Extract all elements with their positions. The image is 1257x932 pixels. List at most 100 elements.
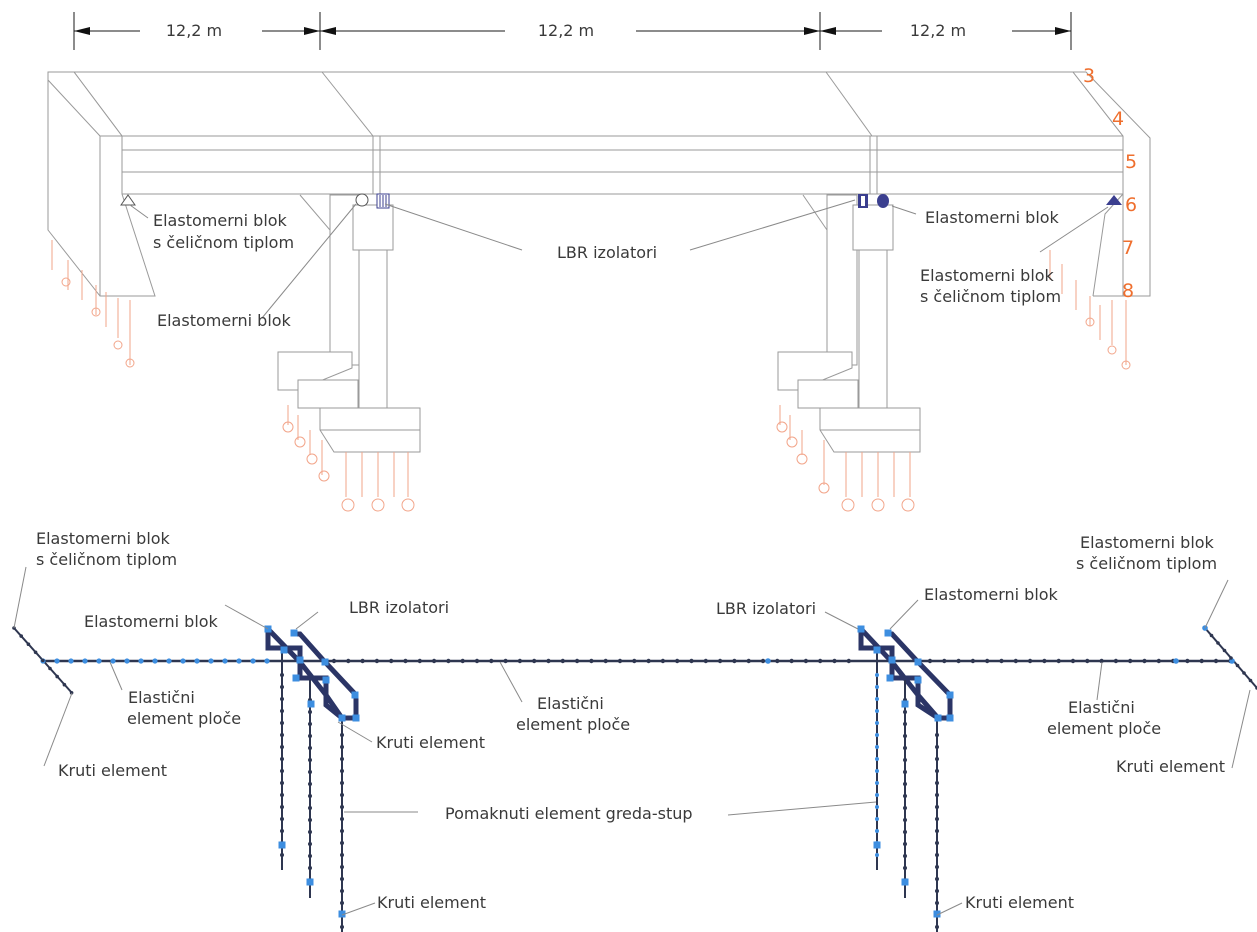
model-node	[903, 758, 907, 762]
model-node	[308, 722, 312, 726]
model-node	[152, 658, 158, 664]
dimension-label-left: 12,2 m	[166, 21, 222, 40]
model-nodes	[12, 625, 1257, 929]
model-node	[603, 658, 608, 664]
fe-label-elasto-steel-left-2: s čeličnom tiplom	[36, 550, 177, 569]
model-node	[340, 901, 344, 905]
elastomeric-steel-bearing-left	[120, 194, 136, 206]
layer-number-4: 4	[1112, 108, 1124, 130]
fe-label-slab-right-2: element ploče	[1047, 719, 1161, 738]
model-node	[935, 829, 939, 833]
model-node	[903, 818, 907, 822]
model-node	[935, 757, 939, 761]
elastomeric-bearing-right	[877, 194, 889, 208]
model-node	[389, 658, 394, 664]
model-node	[1213, 658, 1219, 664]
dimension-label-middle: 12,2 m	[538, 21, 594, 40]
top-label-elasto-steel-left-1: Elastomerni blok	[153, 211, 288, 230]
model-node-square	[934, 714, 942, 722]
model-node-square	[351, 691, 359, 699]
model-node	[689, 658, 694, 664]
model-node	[903, 710, 907, 714]
model-node	[903, 854, 907, 858]
model-node-square	[292, 674, 300, 682]
model-node	[935, 745, 939, 749]
model-node	[1235, 663, 1240, 668]
top-label-elasto-right: Elastomerni blok	[925, 208, 1060, 227]
model-node	[236, 658, 242, 664]
model-node	[374, 658, 380, 664]
model-node-square	[873, 841, 881, 849]
elastomeric-bearing-left	[355, 193, 369, 207]
model-node	[903, 734, 907, 738]
layer-number-7: 7	[1122, 237, 1134, 259]
model-node	[1216, 641, 1220, 645]
model-node-square	[886, 674, 894, 682]
model-node-square	[352, 714, 360, 722]
pile-lines	[51, 240, 1131, 512]
model-node	[875, 757, 879, 761]
model-node	[340, 757, 344, 761]
model-node	[935, 925, 939, 929]
fe-label-elasto-steel-left-1: Elastomerni blok	[36, 529, 171, 548]
model-node	[803, 658, 809, 664]
model-node	[903, 842, 907, 846]
model-node-square	[322, 676, 330, 684]
model-node	[1042, 658, 1047, 664]
model-node	[33, 650, 38, 655]
model-node	[875, 769, 879, 773]
model-node	[717, 658, 723, 664]
model-node	[280, 853, 284, 857]
model-node	[208, 658, 214, 664]
model-node-square	[321, 658, 329, 666]
model-node-square	[306, 878, 314, 886]
model-node	[360, 658, 365, 664]
model-node	[250, 658, 256, 664]
model-node	[166, 658, 172, 664]
model-node	[574, 658, 580, 664]
model-node-square	[884, 629, 892, 637]
model-node	[340, 733, 344, 737]
model-node	[875, 745, 879, 749]
model-node	[732, 658, 737, 664]
model-node	[875, 853, 879, 857]
model-node	[1027, 658, 1033, 664]
model-node	[935, 769, 939, 773]
model-node	[935, 901, 939, 905]
lbr-isolator-left	[376, 193, 390, 209]
model-node	[832, 658, 837, 664]
model-node	[1248, 678, 1253, 683]
model-node	[417, 658, 422, 664]
model-node	[340, 877, 344, 881]
model-node	[308, 842, 312, 846]
model-node	[875, 793, 879, 797]
model-node	[935, 877, 939, 881]
model-node	[194, 658, 200, 664]
model-node	[446, 658, 451, 664]
model-node	[1113, 658, 1119, 664]
model-node	[280, 757, 284, 761]
model-node-square	[946, 691, 954, 699]
model-node	[985, 658, 990, 664]
model-node	[546, 658, 551, 664]
model-node	[935, 865, 939, 869]
model-node	[617, 658, 623, 664]
fe-label-slab-mid-1: Elastični	[537, 694, 604, 713]
model-node	[280, 697, 284, 701]
model-node-square	[290, 629, 298, 637]
model-node-square	[307, 700, 315, 708]
model-node	[82, 658, 88, 664]
model-node	[403, 658, 408, 664]
model-node	[340, 829, 344, 833]
model-node	[903, 806, 907, 810]
layer-number-3: 3	[1083, 65, 1095, 87]
model-node	[280, 829, 284, 833]
model-node	[942, 658, 947, 664]
model-node	[340, 889, 344, 893]
model-node	[1142, 658, 1147, 664]
model-node	[646, 658, 651, 664]
model-node	[19, 634, 24, 638]
fe-label-elasto-left: Elastomerni blok	[84, 612, 219, 631]
model-node	[875, 733, 879, 737]
